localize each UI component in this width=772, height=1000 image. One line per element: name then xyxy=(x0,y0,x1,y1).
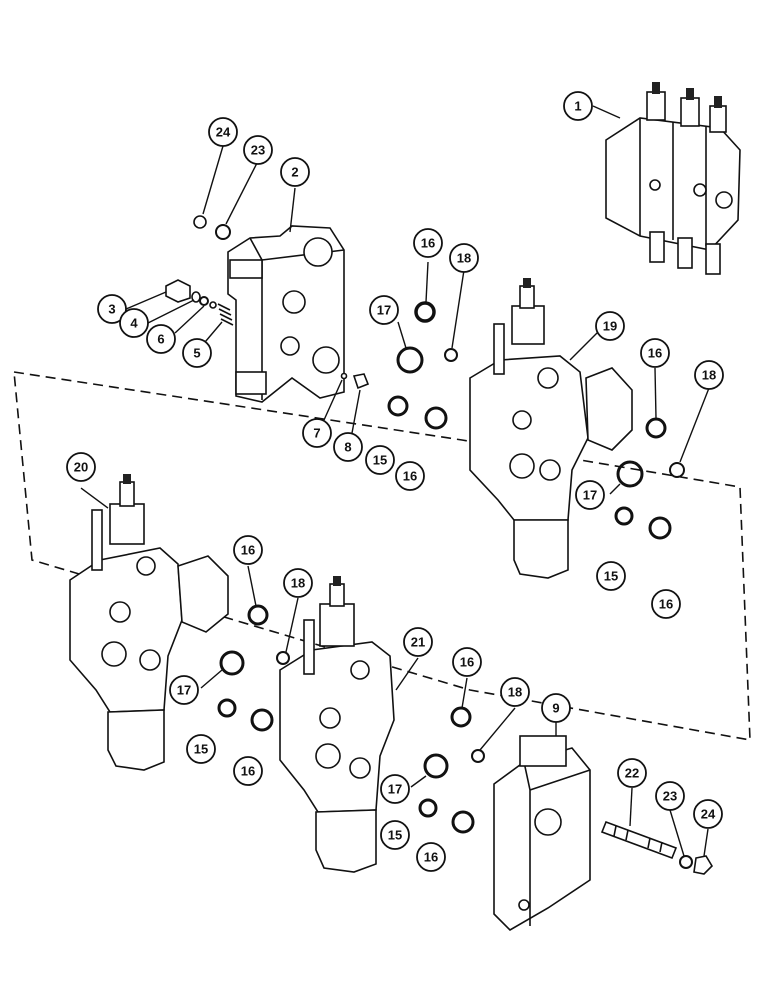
callout-4: 4 xyxy=(119,308,149,338)
callout-label: 23 xyxy=(663,789,677,804)
callout-16-g: 16 xyxy=(452,647,482,677)
section-group-outline xyxy=(13,371,751,741)
valve-section-21-illustration xyxy=(279,576,395,873)
callout-label: 7 xyxy=(313,426,320,441)
callout-16-e: 16 xyxy=(233,535,263,565)
callout-label: 18 xyxy=(291,576,305,591)
callout-label: 15 xyxy=(388,828,402,843)
callout-18-d: 18 xyxy=(500,677,530,707)
callout-label: 2 xyxy=(291,165,298,180)
outlet-end-cover-illustration xyxy=(493,735,591,932)
callout-label: 16 xyxy=(460,655,474,670)
callout-18-b: 18 xyxy=(694,360,724,390)
callout-label: 16 xyxy=(424,850,438,865)
callout-21: 21 xyxy=(403,627,433,657)
callout-17-d: 17 xyxy=(380,774,410,804)
callout-label: 21 xyxy=(411,635,425,650)
small-fittings-illustration xyxy=(165,215,370,390)
callout-label: 4 xyxy=(130,316,138,331)
callout-9: 9 xyxy=(541,693,571,723)
inlet-end-plate-illustration xyxy=(227,225,345,403)
callout-6: 6 xyxy=(146,324,176,354)
callout-label: 15 xyxy=(604,569,618,584)
callout-18-a: 18 xyxy=(449,243,479,273)
callout-label: 17 xyxy=(388,782,402,797)
assembled-valve-illustration xyxy=(605,82,741,275)
callout-label: 6 xyxy=(157,332,164,347)
callout-label: 9 xyxy=(552,701,559,716)
callout-16-b: 16 xyxy=(395,461,425,491)
callout-label: 16 xyxy=(403,469,417,484)
callout-16-f: 16 xyxy=(233,756,263,786)
callout-1: 1 xyxy=(563,91,593,121)
callout-label: 8 xyxy=(344,440,351,455)
callout-24-top: 24 xyxy=(208,117,238,147)
callout-label: 22 xyxy=(625,766,639,781)
callout-8: 8 xyxy=(333,432,363,462)
callout-23-top: 23 xyxy=(243,135,273,165)
callout-label: 24 xyxy=(216,125,231,140)
callout-17-a: 17 xyxy=(369,295,399,325)
callout-label: 16 xyxy=(421,236,435,251)
o-rings-illustration xyxy=(217,301,685,834)
valve-section-19-illustration xyxy=(469,278,633,579)
callout-label: 17 xyxy=(177,683,191,698)
callout-label: 18 xyxy=(508,685,522,700)
callout-label: 3 xyxy=(108,302,115,317)
callout-15-d: 15 xyxy=(380,820,410,850)
callout-7: 7 xyxy=(302,418,332,448)
tie-rod-illustration xyxy=(600,820,714,875)
callout-label: 5 xyxy=(193,346,200,361)
callout-label: 17 xyxy=(583,488,597,503)
callout-17-c: 17 xyxy=(169,675,199,705)
callout-5: 5 xyxy=(182,338,212,368)
callout-label: 18 xyxy=(702,368,716,383)
callout-24-bottom: 24 xyxy=(693,799,723,829)
callout-16-a: 16 xyxy=(413,228,443,258)
callout-18-c: 18 xyxy=(283,568,313,598)
callout-16-d: 16 xyxy=(651,589,681,619)
callout-label: 20 xyxy=(74,460,88,475)
callout-20: 20 xyxy=(66,452,96,482)
callout-19: 19 xyxy=(595,311,625,341)
callout-15-b: 15 xyxy=(596,561,626,591)
callout-15-a: 15 xyxy=(365,445,395,475)
callout-label: 16 xyxy=(659,597,673,612)
callout-17-b: 17 xyxy=(575,480,605,510)
leader-lines xyxy=(80,105,710,857)
callout-label: 17 xyxy=(377,303,391,318)
callout-3: 3 xyxy=(97,294,127,324)
callout-15-c: 15 xyxy=(186,734,216,764)
callout-16-c: 16 xyxy=(640,338,670,368)
callout-16-h: 16 xyxy=(416,842,446,872)
valve-section-20-illustration xyxy=(69,474,229,771)
callout-label: 1 xyxy=(574,99,581,114)
callout-label: 16 xyxy=(241,543,255,558)
callout-label: 24 xyxy=(701,807,716,822)
callout-23-bottom: 23 xyxy=(655,781,685,811)
callout-label: 15 xyxy=(373,453,387,468)
callout-22: 22 xyxy=(617,758,647,788)
callout-label: 16 xyxy=(241,764,255,779)
callout-label: 16 xyxy=(648,346,662,361)
callout-label: 15 xyxy=(194,742,208,757)
callout-label: 18 xyxy=(457,251,471,266)
callout-2: 2 xyxy=(280,157,310,187)
callout-label: 23 xyxy=(251,143,265,158)
callout-label: 19 xyxy=(603,319,617,334)
